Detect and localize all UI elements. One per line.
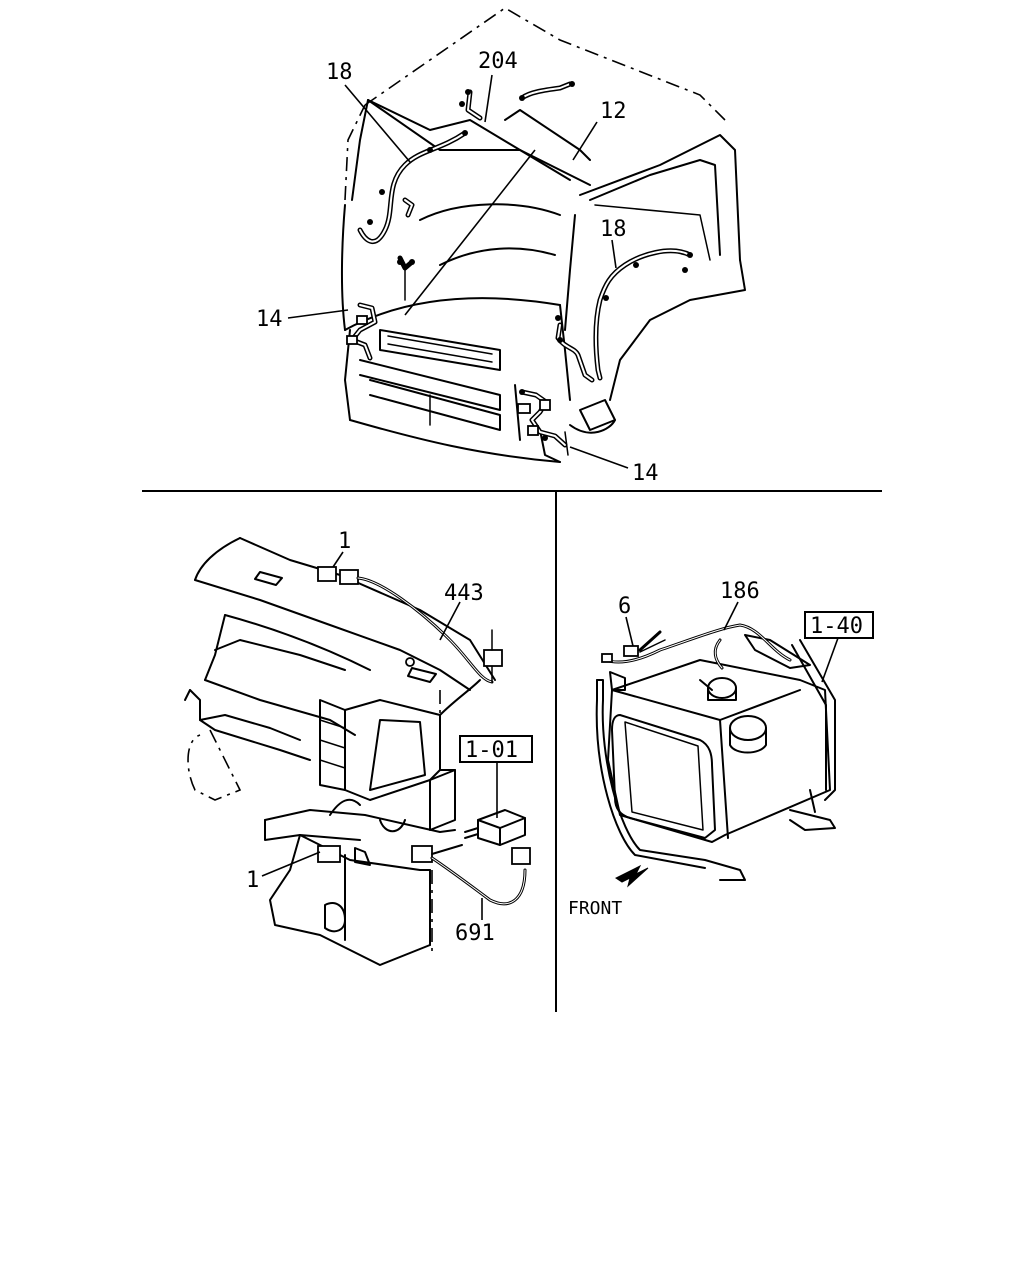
connector-1-top-a: [317, 566, 337, 582]
callout-691: 691: [455, 921, 495, 946]
callout-18-left: 18: [326, 60, 353, 85]
cab-illustration: [340, 7, 746, 463]
dashboard-callouts: 1 443 1-01 1 691: [246, 529, 533, 946]
callout-204: 204: [478, 49, 518, 74]
callout-18-right: 18: [600, 217, 627, 242]
callout-186: 186: [720, 579, 760, 604]
callout-14-right: 14: [632, 461, 659, 486]
connector-1-top-b: [339, 569, 359, 585]
clip-6: [623, 645, 639, 657]
callout-443: 443: [444, 581, 484, 606]
callout-6: 6: [618, 594, 631, 619]
dashboard-wiring: [317, 566, 531, 906]
fuel-tank-leader-lines: [625, 601, 839, 683]
callout-1-40: 1-40: [810, 614, 863, 639]
front-label: FRONT: [568, 898, 622, 919]
dashboard-illustration: [184, 537, 496, 966]
dashboard-leader-lines: [261, 551, 498, 920]
connector-1-bottom: [317, 845, 341, 863]
front-indicator: FRONT: [568, 864, 649, 919]
fuel-tank-callouts: 6 186 1-40: [618, 579, 874, 639]
ref-box-1-01: [459, 735, 533, 763]
callout-1-bottom: 1: [246, 868, 259, 893]
cab-wiring-harness: [346, 81, 693, 456]
fuel-tank-wiring: [601, 623, 792, 670]
cab-leader-lines: [287, 74, 629, 469]
callout-1-top: 1: [338, 529, 351, 554]
callout-1-01: 1-01: [465, 738, 518, 763]
callout-12: 12: [600, 99, 627, 124]
cab-callouts: 18 204 12 18 14 14: [256, 49, 659, 486]
arrow-down-left-icon: [615, 864, 649, 888]
fuel-tank-illustration: [595, 634, 836, 881]
ref-box-1-40: [804, 611, 874, 639]
connector-691: [411, 845, 433, 863]
callout-14-left: 14: [256, 307, 283, 332]
